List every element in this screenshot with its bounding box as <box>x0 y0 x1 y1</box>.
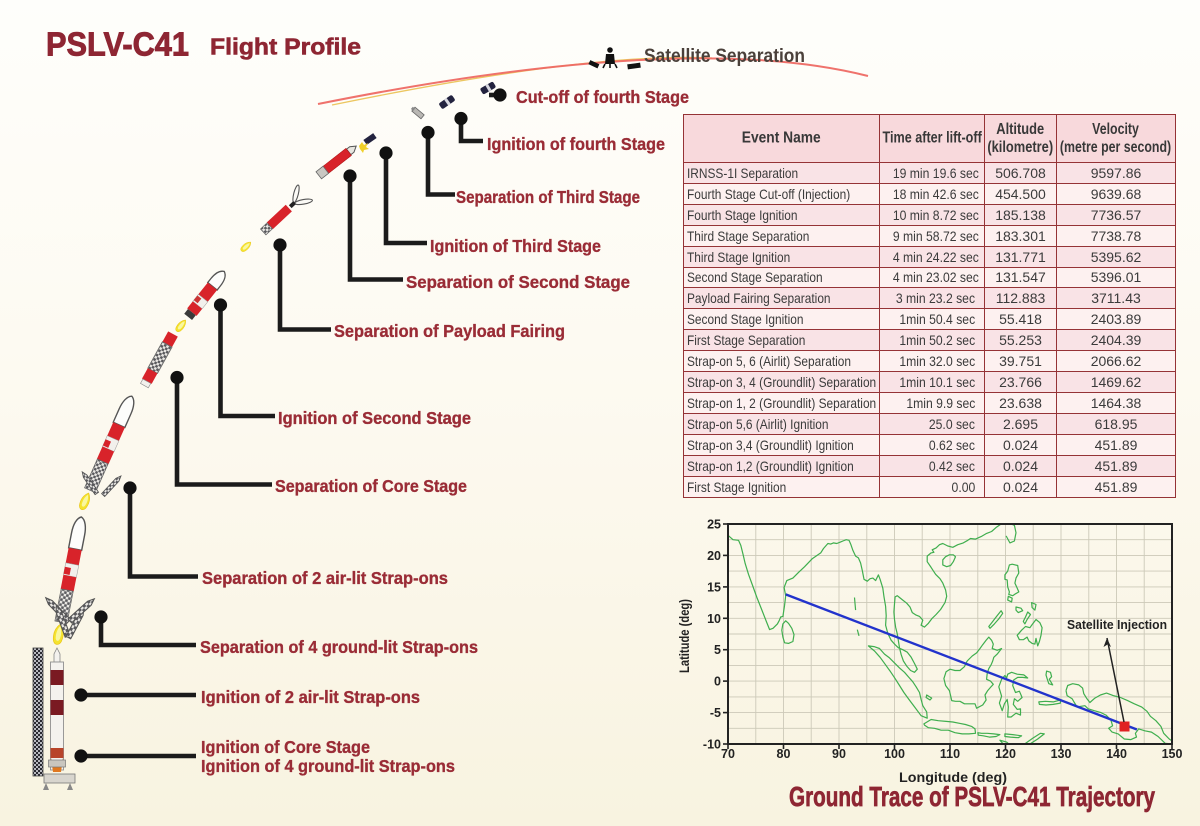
svg-text:-5: -5 <box>710 706 721 720</box>
svg-text:Ignition of Second Stage: Ignition of Second Stage <box>278 408 471 428</box>
svg-text:Latitude (deg): Latitude (deg) <box>676 599 692 673</box>
svg-text:Ignition of Core Stage: Ignition of Core Stage <box>201 737 370 757</box>
svg-text:90: 90 <box>832 747 846 761</box>
svg-text:0: 0 <box>714 675 721 689</box>
svg-text:150: 150 <box>1162 747 1183 761</box>
svg-text:140: 140 <box>1106 747 1127 761</box>
svg-text:120: 120 <box>995 747 1016 761</box>
svg-text:Separation of Third Stage: Separation of Third Stage <box>456 187 640 207</box>
svg-text:Separation of 2 air-lit Strap-: Separation of 2 air-lit Strap-ons <box>202 568 448 588</box>
svg-text:15: 15 <box>707 580 721 594</box>
svg-text:Longitude (deg): Longitude (deg) <box>899 769 1007 785</box>
svg-text:Satellite Injection: Satellite Injection <box>1067 617 1167 632</box>
svg-text:80: 80 <box>777 747 791 761</box>
svg-text:25: 25 <box>707 518 721 532</box>
svg-text:Cut-off of fourth Stage: Cut-off of fourth Stage <box>516 87 689 107</box>
svg-text:130: 130 <box>1051 747 1072 761</box>
svg-text:Ignition of Third Stage: Ignition of Third Stage <box>430 236 601 256</box>
svg-text:Ignition of 2 air-lit Strap-on: Ignition of 2 air-lit Strap-ons <box>201 687 420 707</box>
svg-text:Separation of Payload Fairing: Separation of Payload Fairing <box>334 321 565 341</box>
svg-text:Separation of 4 ground-lit Str: Separation of 4 ground-lit Strap-ons <box>200 637 478 657</box>
svg-text:Flight Profile: Flight Profile <box>210 34 361 60</box>
svg-text:Ignition of fourth Stage: Ignition of fourth Stage <box>487 134 665 154</box>
svg-text:10: 10 <box>707 612 721 626</box>
svg-text:Satellite Separation: Satellite Separation <box>644 46 805 67</box>
svg-text:PSLV-C41: PSLV-C41 <box>46 26 189 63</box>
svg-text:Separation of Second Stage: Separation of Second Stage <box>406 272 630 292</box>
svg-text:100: 100 <box>884 747 905 761</box>
svg-text:Separation of Core Stage: Separation of Core Stage <box>275 476 467 496</box>
svg-text:20: 20 <box>707 549 721 563</box>
svg-text:110: 110 <box>940 747 960 761</box>
svg-text:70: 70 <box>721 747 735 761</box>
svg-text:Ignition of 4 ground-lit Strap: Ignition of 4 ground-lit Strap-ons <box>201 756 455 776</box>
svg-text:-10: -10 <box>703 738 721 752</box>
svg-text:Ground Trace of PSLV-C41 Traje: Ground Trace of PSLV-C41 Trajectory <box>789 781 1155 812</box>
svg-text:5: 5 <box>714 643 721 657</box>
